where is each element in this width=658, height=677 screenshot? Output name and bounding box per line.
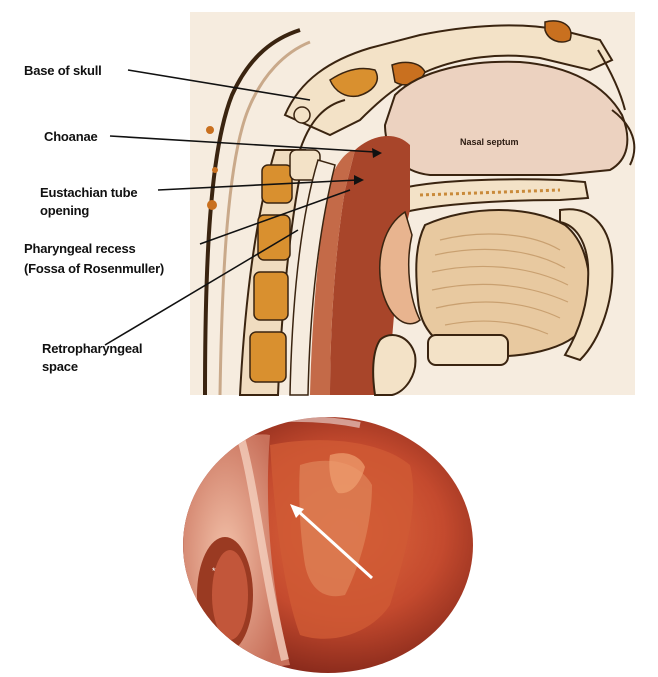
label-eustachian-line1: Eustachian tube bbox=[40, 184, 137, 201]
label-eustachian-line2: opening bbox=[40, 202, 89, 219]
asterisk-marker: * bbox=[212, 566, 216, 576]
label-pharyngeal-line2: (Fossa of Rosenmuller) bbox=[24, 260, 164, 277]
endoscopic-view bbox=[0, 405, 658, 675]
hyoid bbox=[428, 335, 508, 365]
label-retro-line2: space bbox=[42, 358, 78, 375]
label-pharyngeal-line1: Pharyngeal recess bbox=[24, 240, 136, 257]
label-nasal-septum: Nasal septum bbox=[460, 137, 519, 147]
label-choanae: Choanae bbox=[44, 128, 98, 145]
label-retro-line1: Retropharyngeal bbox=[42, 340, 142, 357]
label-base-of-skull: Base of skull bbox=[24, 62, 102, 79]
